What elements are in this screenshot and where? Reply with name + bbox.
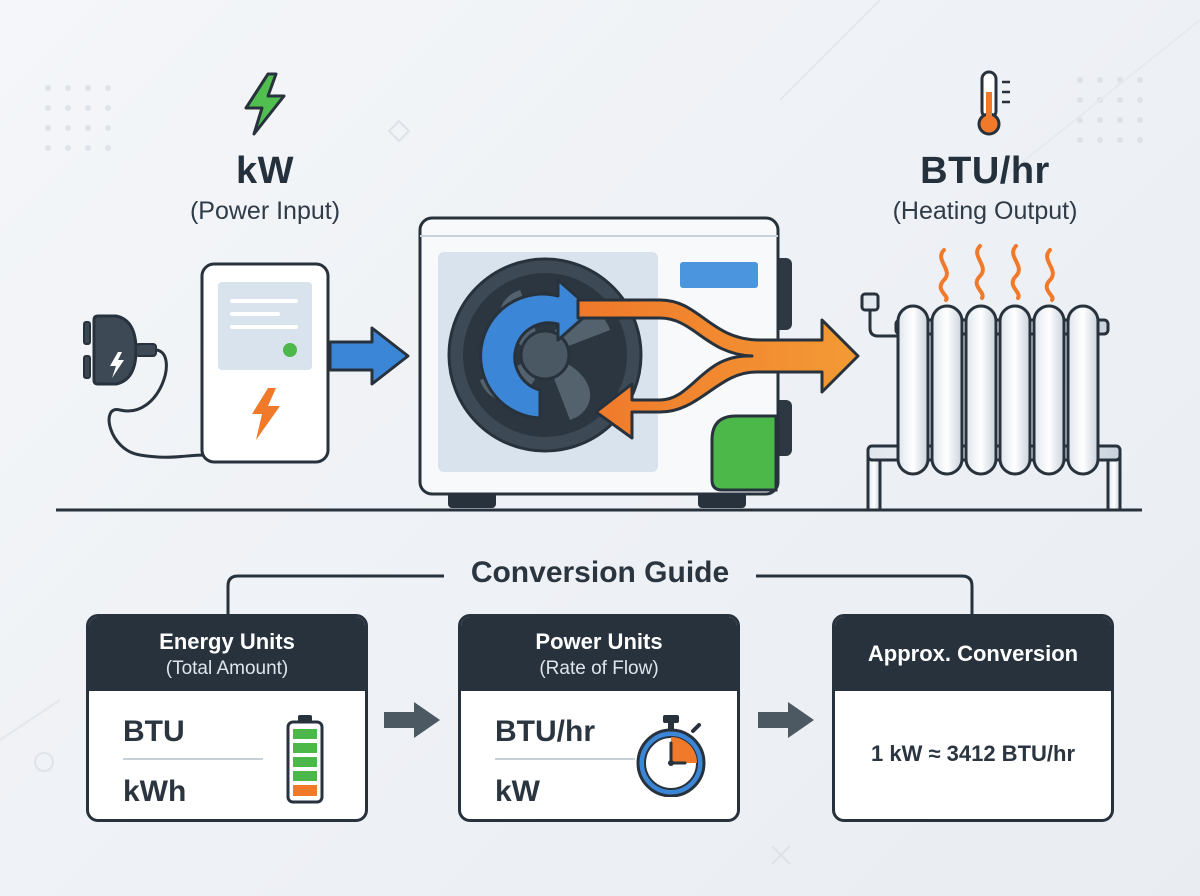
card-header: Power Units (Rate of Flow) (461, 617, 737, 691)
circulation-arrow (479, 278, 594, 420)
stopwatch-icon (636, 715, 706, 797)
status-light-icon (283, 343, 297, 357)
battery-icon (286, 715, 324, 804)
background-decor (0, 0, 1200, 865)
power-input-caption: (Power Input) (189, 197, 341, 225)
card-title: Power Units (535, 628, 663, 654)
heating-output-unit: BTU/hr (920, 150, 1050, 192)
unit-kw: kW (495, 775, 540, 808)
heating-output-label: BTU/hr (Heating Output) (835, 150, 1135, 226)
arrow-right-icon (384, 702, 440, 738)
energy-units-card: Energy Units (Total Amount) BTU kWh (86, 614, 368, 822)
conversion-guide-title: Conversion Guide (470, 556, 730, 589)
thermometer-icon (977, 70, 1010, 136)
card-title: Energy Units (159, 628, 295, 654)
green-panel (710, 414, 778, 492)
unit-btu-hr: BTU/hr (495, 715, 595, 748)
heat-flow-arrow (576, 298, 860, 440)
power-input-label: kW (Power Input) (115, 150, 415, 226)
unit-divider (495, 758, 635, 760)
power-units-card: Power Units (Rate of Flow) BTU/hr kW (458, 614, 740, 822)
card-title: Approx. Conversion (867, 641, 1079, 666)
guide-bracket (226, 574, 974, 614)
card-header: Energy Units (Total Amount) (89, 617, 365, 691)
power-cable (107, 348, 206, 459)
unit-kwh: kWh (123, 775, 187, 808)
conversion-formula: 1 kW ≈ 3412 BTU/hr (870, 741, 1076, 766)
power-meter (200, 262, 330, 464)
power-plug-icon (83, 314, 157, 386)
unit-btu: BTU (123, 715, 185, 748)
heat-pump-unit (418, 216, 860, 508)
lightning-icon (244, 72, 286, 136)
unit-divider (123, 758, 263, 760)
bolt-icon (252, 388, 280, 440)
heat-waves-icon (938, 244, 1055, 302)
arrow-right-icon (758, 702, 814, 738)
heating-output-caption: (Heating Output) (892, 197, 1078, 225)
power-input-unit: kW (236, 150, 294, 192)
radiator (860, 292, 1122, 512)
input-arrow (328, 326, 410, 386)
card-subtitle: (Total Amount) (165, 657, 289, 679)
card-subtitle: (Rate of Flow) (539, 657, 659, 679)
card-header: Approx. Conversion (835, 617, 1111, 691)
approx-conversion-card: Approx. Conversion 1 kW ≈ 3412 BTU/hr (832, 614, 1114, 822)
